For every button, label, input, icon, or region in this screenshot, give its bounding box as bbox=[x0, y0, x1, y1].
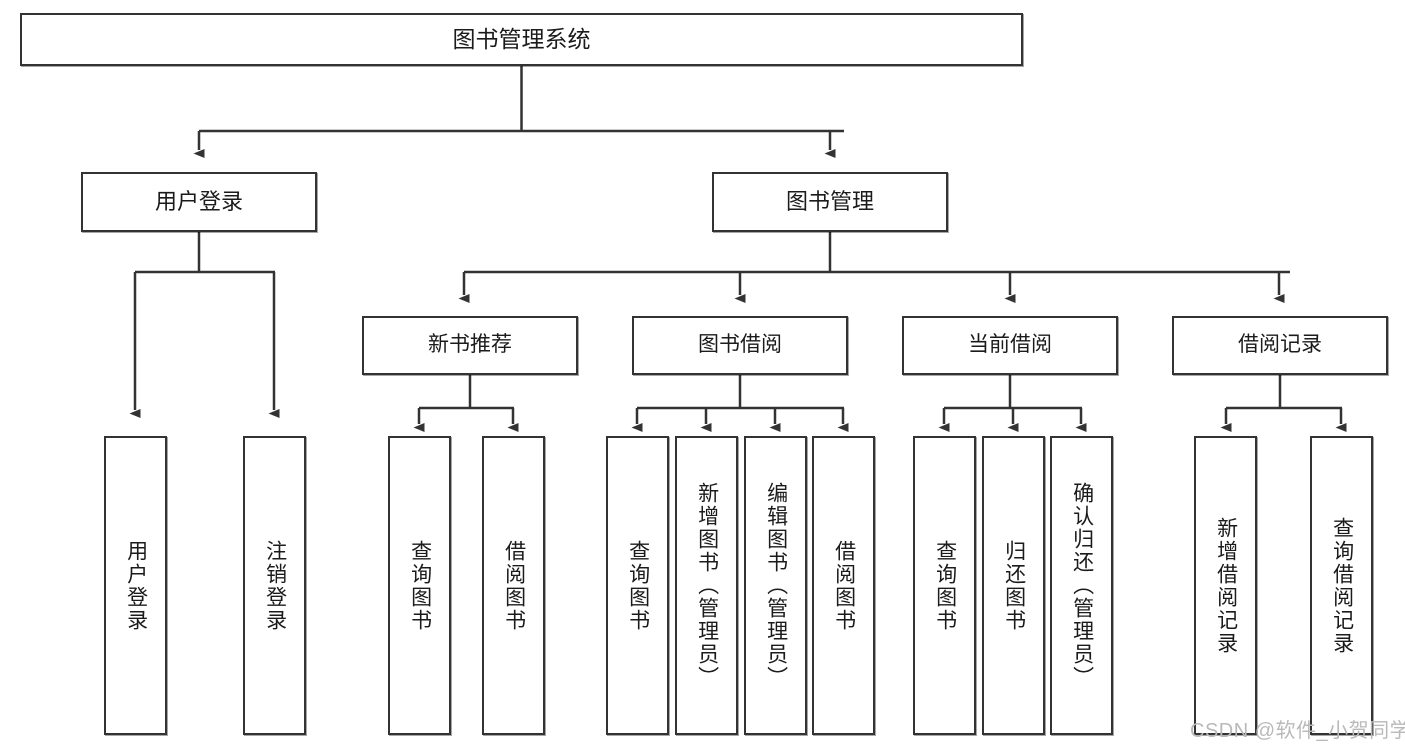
node-label: 用户登录 bbox=[124, 539, 148, 632]
node-user-login[interactable]: 用户登录 bbox=[81, 172, 317, 232]
node-label: 借阅记录 bbox=[1238, 333, 1322, 357]
leaf-edit-book-admin[interactable]: 编辑图书（管理员） bbox=[744, 436, 807, 735]
node-label: 图书管理 bbox=[785, 189, 874, 215]
leaf-user-login[interactable]: 用户登录 bbox=[104, 436, 167, 735]
leaf-query-borrow-record[interactable]: 查询借阅记录 bbox=[1310, 436, 1373, 735]
node-book-borrow[interactable]: 图书借阅 bbox=[632, 316, 848, 375]
leaf-query-book-current[interactable]: 查询图书 bbox=[913, 436, 976, 735]
node-label: 归还图书 bbox=[1002, 539, 1026, 632]
node-label: 图书管理系统 bbox=[452, 26, 591, 53]
leaf-borrow-book-recommend[interactable]: 借阅图书 bbox=[482, 436, 545, 735]
node-label: 用户登录 bbox=[154, 189, 243, 215]
leaf-query-book-recommend[interactable]: 查询图书 bbox=[388, 436, 451, 735]
node-label: 查询图书 bbox=[626, 539, 650, 632]
node-current-borrow[interactable]: 当前借阅 bbox=[902, 316, 1118, 375]
leaf-add-borrow-record[interactable]: 新增借阅记录 bbox=[1194, 436, 1257, 735]
node-label: 查询图书 bbox=[933, 539, 957, 632]
node-label: 借阅图书 bbox=[502, 539, 526, 632]
csdn-watermark: CSDN @软件_小贺同学 bbox=[1190, 720, 1405, 742]
leaf-add-book-admin[interactable]: 新增图书（管理员） bbox=[675, 436, 738, 735]
leaf-logout-login[interactable]: 注销登录 bbox=[243, 436, 306, 735]
node-label: 当前借阅 bbox=[968, 333, 1052, 357]
node-new-book-recommend[interactable]: 新书推荐 bbox=[362, 316, 578, 375]
leaf-confirm-return-admin[interactable]: 确认归还（管理员） bbox=[1050, 436, 1113, 735]
node-label: 新增图书（管理员） bbox=[695, 482, 719, 689]
node-label: 新书推荐 bbox=[428, 333, 512, 357]
leaf-borrow-book[interactable]: 借阅图书 bbox=[812, 436, 875, 735]
node-label: 编辑图书（管理员） bbox=[764, 482, 788, 689]
node-borrow-record[interactable]: 借阅记录 bbox=[1172, 316, 1388, 375]
leaf-return-book[interactable]: 归还图书 bbox=[982, 436, 1045, 735]
node-label: 借阅图书 bbox=[832, 539, 856, 632]
leaf-query-book-borrow[interactable]: 查询图书 bbox=[606, 436, 669, 735]
node-label: 新增借阅记录 bbox=[1214, 516, 1238, 655]
node-label: 查询图书 bbox=[408, 539, 432, 632]
node-label: 图书借阅 bbox=[698, 333, 782, 357]
node-label: 注销登录 bbox=[263, 539, 287, 632]
node-label: 确认归还（管理员） bbox=[1070, 482, 1094, 689]
node-root-system[interactable]: 图书管理系统 bbox=[20, 13, 1023, 66]
node-label: 查询借阅记录 bbox=[1330, 516, 1354, 655]
node-book-manage[interactable]: 图书管理 bbox=[712, 172, 948, 232]
